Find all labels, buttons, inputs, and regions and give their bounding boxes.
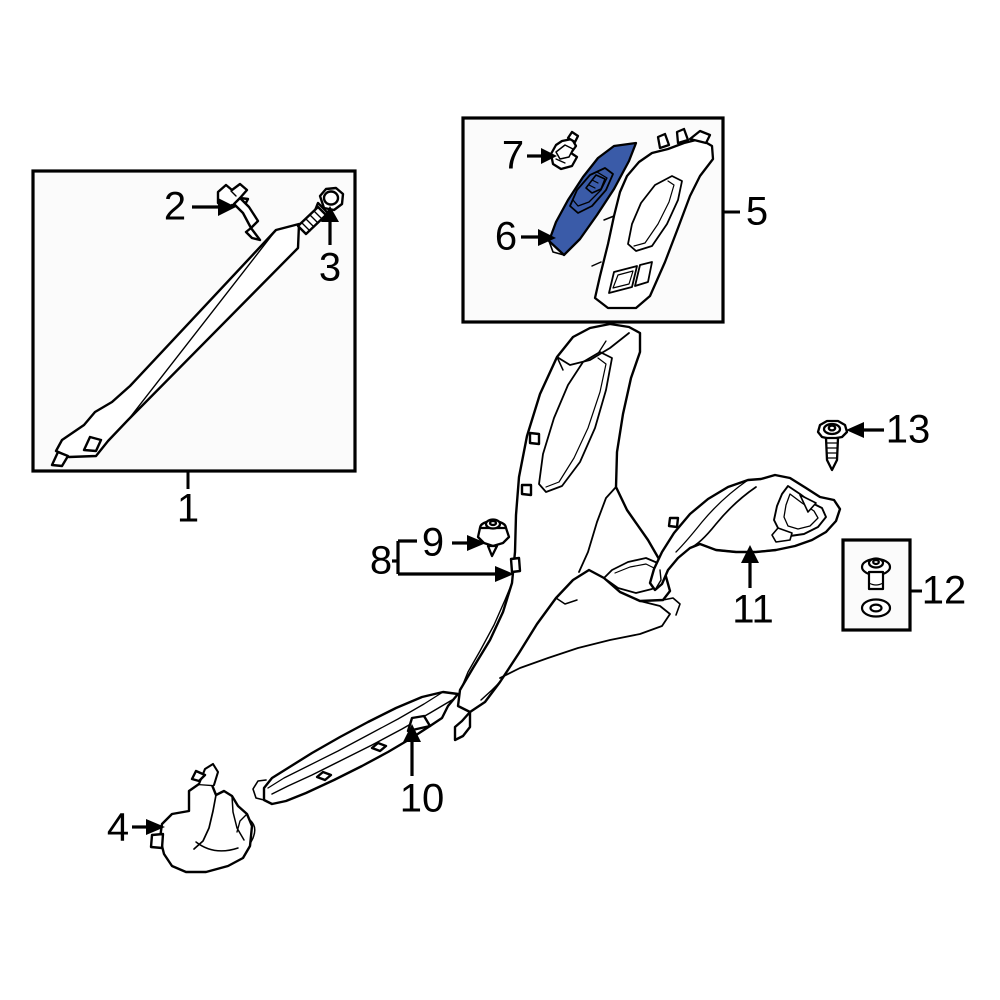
callout-8-label: 8: [370, 539, 392, 583]
callout-10-arrowhead: [403, 724, 421, 742]
callout-2-label: 2: [164, 185, 186, 229]
rear-pillar-trim-group: 7 6 5: [461, 116, 768, 324]
callout-7-label: 7: [502, 134, 524, 178]
callout-6-arrowhead: [538, 229, 556, 246]
callout-9-label: 9: [422, 521, 444, 565]
callout-9-arrowhead: [467, 535, 486, 551]
tapping-screw-part: [816, 419, 849, 472]
callout-10-label: 10: [400, 777, 445, 821]
callout-8-arrowhead: [495, 566, 514, 582]
callout-7-arrowhead: [541, 148, 557, 164]
callout-11-arrowhead: [741, 545, 759, 563]
callout-8-9-bracket: [392, 539, 495, 576]
grommet-cap-part: [476, 518, 511, 558]
rear-quarter-lower-trim-part: [648, 473, 842, 592]
washer-part: [860, 598, 892, 618]
callout-3-arrowhead: [321, 206, 339, 222]
callout-3-label: 3: [319, 246, 341, 290]
callout-5-label: 5: [746, 190, 768, 234]
push-pin-washer-group: 12: [841, 538, 967, 632]
front-pillar-trim-group: 1 2: [31, 169, 357, 531]
lower-cowl-side-trim-part: [149, 762, 256, 874]
callout-2-arrowhead: [218, 198, 236, 216]
push-pin-part: [860, 557, 892, 591]
callout-12-label: 12: [922, 569, 967, 613]
callout-13-label: 13: [886, 408, 931, 452]
callout-4-arrowhead: [146, 819, 165, 835]
center-pillar-trim-part: [453, 322, 681, 742]
a-pillar-trim-part: [50, 222, 301, 468]
pillar-trim-panel-part: [591, 127, 715, 310]
trim-clip-part: [549, 130, 580, 171]
callout-13-arrowhead: [846, 422, 864, 438]
callout-11-label: 11: [732, 588, 774, 632]
callout-4-label: 4: [107, 806, 129, 850]
callout-1-label: 1: [177, 487, 199, 531]
callout-6-label: 6: [495, 215, 517, 259]
door-sill-scuff-plate-part: [252, 690, 460, 806]
